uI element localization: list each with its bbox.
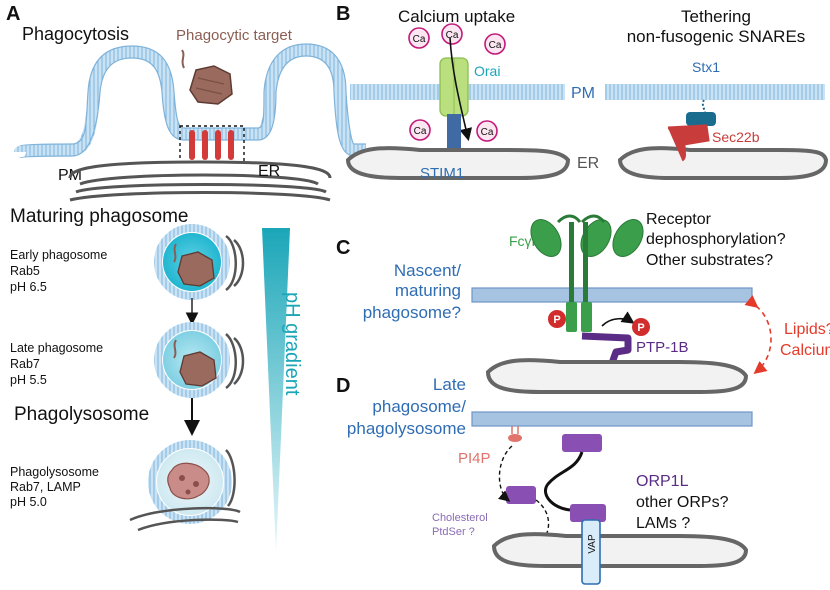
panel-b-letter: B [336,3,350,25]
nascent-line3: phagosome? [363,303,461,322]
late-line3: pH 5.5 [10,373,47,387]
er-compartment-b-left [345,146,571,180]
question-receptor: Receptor [646,211,712,228]
pm-cup-inner-line [19,55,366,159]
er-compartment-c [485,358,749,394]
panel-d: D Late phagosome/ phagolysosome PI4P ORP… [336,375,753,585]
svg-text:Ca: Ca [446,30,459,41]
calcium-ion-2: Ca [441,23,463,45]
lyso-line1: Phagolysosome [10,465,99,479]
stx1-label: Stx1 [692,59,720,75]
er-stack-a [68,160,332,202]
phagocytic-target-label: Phagocytic target [176,27,293,44]
calcium-ion-1: Ca [408,27,430,49]
pm-band-b-right [605,84,825,100]
stim1-label: STIM1 [420,165,464,182]
panel-a-letter: A [6,3,20,25]
other-orps-label: other ORPs? [636,494,729,511]
late-phagosome [154,322,245,398]
svg-text:P: P [637,322,644,334]
er-compartment-d [491,532,749,568]
tethering-title-line2: non-fusogenic SNAREs [627,27,806,46]
late-phag-line2: phagosome/ [372,397,466,416]
er-compartment-b-right [617,146,829,180]
er-label-b: ER [577,155,599,172]
early-line2: Rab5 [10,264,40,278]
lyso-line2: Rab7, LAMP [10,480,81,494]
panel-d-letter: D [336,375,350,397]
calcium-ion-3: Ca [484,33,506,55]
phagolysosome-title: Phagolysosome [14,404,149,425]
ptdser-label: PtdSer ? [432,526,475,538]
tethering-title-line1: Tethering [681,7,751,26]
phagosome-membrane-d [471,411,753,427]
calcium-question: Calcium? [780,342,830,359]
early-phagosome [154,224,245,300]
er-label-a: ER [258,163,280,180]
nascent-line2: maturing [395,281,461,300]
maturing-phagosome-title: Maturing phagosome [10,206,189,227]
lipid-transfer-arrow-1 [497,445,513,502]
lipids-question: Lipids? [784,321,830,338]
pm-cup-membrane [14,43,366,158]
phagocytosis-title: Phagocytosis [22,24,129,44]
sec22b-label: Sec22b [712,129,760,145]
ph-gradient-label: pH gradient [281,292,303,396]
fcgr-receptor [530,214,644,332]
stx1-protein [686,112,716,126]
late-line1: Late phagosome [10,341,103,355]
pi4p-label: PI4P [458,450,491,467]
calcium-uptake-title: Calcium uptake [398,7,515,26]
phagolysosome [129,440,241,532]
ph-gradient-wedge [262,228,290,552]
cholesterol-label: Cholesterol [432,512,488,524]
vap-protein [581,519,601,585]
tether-proteins [189,130,234,160]
late-line2: Rab7 [10,357,40,371]
calcium-influx-arrow [449,37,473,142]
pi4p-lipid [508,426,522,442]
svg-text:Ca: Ca [481,127,494,138]
question-dephosphorylation: dephosphorylation? [646,231,786,248]
nascent-line1: Nascent/ [394,261,461,280]
sec22b-protein [667,124,710,162]
panel-a: A Phagocytosis Phagocytic target PM [6,3,366,552]
orai-channel [439,57,469,117]
ptp1b-label: PTP-1B [636,339,689,356]
panel-c: C FcγR Receptor dephosphorylation? Other… [336,211,830,394]
panel-b: B Calcium uptake Tethering non-fusogenic… [336,3,829,182]
phagosome-membrane-c [471,287,753,303]
vap-label: VAP [587,534,598,554]
svg-text:P: P [553,314,560,326]
phospho-group-1: P [548,310,566,328]
late-phag-line3: phagolysosome [347,419,466,438]
question-substrates: Other substrates? [646,252,773,269]
dephosphorylation-arrow [601,311,635,327]
calcium-ion-4: Ca [409,119,431,141]
svg-text:Ca: Ca [413,34,426,45]
phospho-group-2: P [632,318,650,336]
late-phag-line1: Late [433,375,466,394]
calcium-ion-5: Ca [476,120,498,142]
panel-c-letter: C [336,237,350,259]
pm-cup-outer-line [19,43,366,147]
lams-label: LAMs ? [636,515,690,532]
orp1l-label: ORP1L [636,473,689,490]
orai-label: Orai [474,63,500,79]
early-line1: Early phagosome [10,248,107,262]
lyso-line3: pH 5.0 [10,495,47,509]
phagocytic-target [181,49,233,105]
svg-text:Ca: Ca [489,40,502,51]
svg-text:Ca: Ca [414,126,427,137]
early-line3: pH 6.5 [10,280,47,294]
pm-label-b: PM [571,85,595,102]
orp1l-protein [506,434,606,522]
lipid-calcium-arrow [744,295,772,375]
